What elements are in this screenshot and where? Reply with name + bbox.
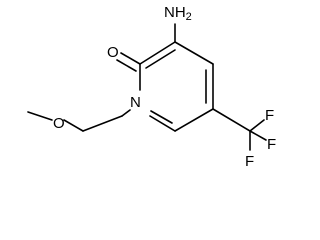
bond-ch2-o	[63, 119, 84, 132]
bond-c3-c4	[174, 41, 214, 65]
ether-oxygen-label: O	[53, 115, 65, 132]
ring-nitrogen-label: N	[130, 94, 141, 111]
fluorine-top-label: F	[265, 107, 274, 124]
amine-subscript: 2	[186, 11, 192, 23]
bond-c5-cf3	[212, 108, 251, 132]
structure-diagram: NH2 O N O F F F	[27, 3, 277, 170]
bond-ch2-ch2	[82, 115, 123, 132]
bond-c2-o	[120, 52, 141, 65]
bond-c6-n1	[149, 115, 176, 132]
fluorine-bottom-label: F	[245, 153, 254, 170]
amine-label: NH2	[164, 4, 192, 23]
fluorine-right-label: F	[267, 136, 276, 153]
bond-c-f-top	[249, 119, 265, 132]
bond-c6-n1-double	[150, 110, 173, 124]
amine-symbol: NH	[164, 4, 186, 21]
bond-c2-c3-double	[145, 49, 176, 69]
bond-c2-o-double	[116, 59, 137, 72]
bond-o-ch3	[27, 111, 53, 121]
bond-c5-c6	[174, 108, 214, 132]
molecule-drawing: NH2 O N O F F F	[27, 4, 276, 170]
bond-n1-ch2	[121, 109, 131, 117]
bond-c2-c3	[139, 41, 176, 65]
carbonyl-oxygen-label: O	[107, 44, 119, 61]
bond-c-f-right	[249, 130, 267, 141]
